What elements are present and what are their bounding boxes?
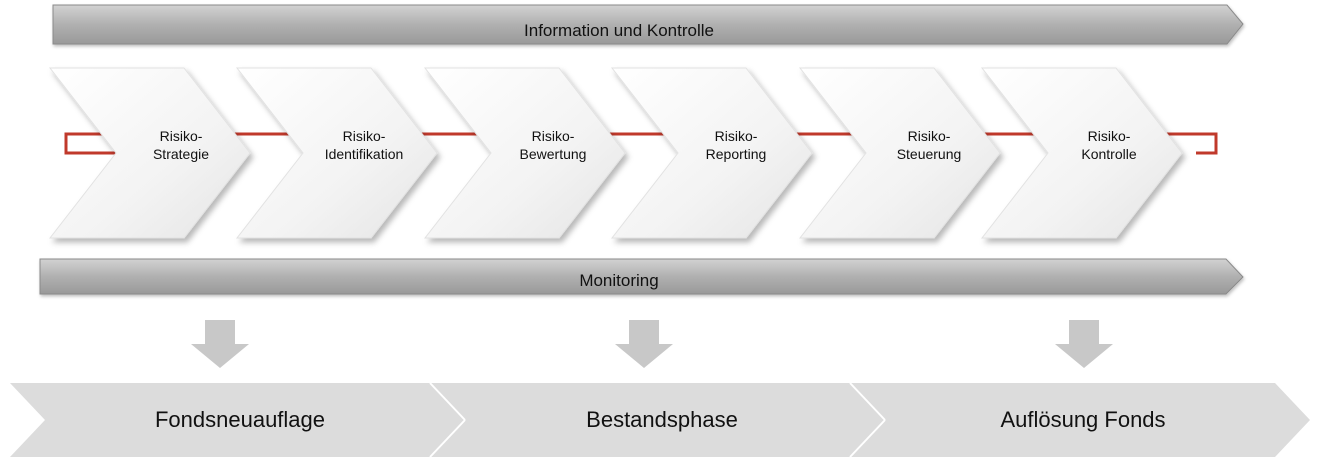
- down-arrows: [191, 320, 1113, 368]
- process-step-label-line2: Reporting: [706, 146, 767, 162]
- process-step: Risiko- Strategie: [48, 67, 251, 239]
- process-step-chevron: [610, 67, 813, 239]
- process-steps: Risiko-StrategieRisiko-IdentifikationRis…: [48, 67, 1183, 239]
- process-step: Risiko- Reporting: [610, 67, 813, 239]
- phase-label-fondsneuauflage: Fondsneuauflage: [155, 407, 325, 432]
- phase-chevron-1: [10, 383, 465, 457]
- phase-divider-1b: [429, 419, 466, 458]
- top-banner-label: Information und Kontrolle: [524, 21, 714, 40]
- process-step-chevron: [980, 67, 1183, 239]
- process-step-label-line1: Risiko-: [343, 128, 386, 144]
- phase-chevron-3: [850, 383, 1310, 457]
- process-step-chevron: [798, 67, 1001, 239]
- process-step-label-line1: Risiko-: [908, 128, 951, 144]
- monitoring-banner: Monitoring: [39, 258, 1244, 295]
- process-step: Risiko- Identifikation: [235, 67, 438, 239]
- process-step-label-line1: Risiko-: [1088, 128, 1131, 144]
- process-step: Risiko- Kontrolle: [980, 67, 1183, 239]
- process-step-chevron: [235, 67, 438, 239]
- process-step-label-line2: Identifikation: [325, 146, 404, 162]
- process-step-label-line2: Steuerung: [897, 146, 962, 162]
- phase-divider-2: [849, 382, 886, 421]
- phase-divider-2b: [849, 419, 886, 458]
- process-step-label-line2: Kontrolle: [1081, 146, 1136, 162]
- top-banner-arrow: [52, 4, 1244, 45]
- down-arrow-2: [615, 320, 673, 368]
- phase-label-bestandsphase: Bestandsphase: [586, 407, 738, 432]
- process-step-label-line1: Risiko-: [160, 128, 203, 144]
- process-loop-line: [64, 132, 1218, 155]
- monitoring-banner-label: Monitoring: [579, 271, 658, 290]
- process-step-label-line1: Risiko-: [532, 128, 575, 144]
- process-step-label-line2: Strategie: [153, 146, 209, 162]
- phase-chevron-2: [430, 383, 885, 457]
- process-step-label-line2: Bewertung: [520, 146, 587, 162]
- monitoring-banner-arrow: [39, 258, 1244, 295]
- phase-divider-1: [429, 382, 466, 421]
- down-arrow-1: [191, 320, 249, 368]
- process-step-label-line1: Risiko-: [715, 128, 758, 144]
- down-arrow-3: [1055, 320, 1113, 368]
- process-step-chevron: [48, 67, 251, 239]
- process-step: Risiko- Bewertung: [423, 67, 626, 239]
- process-step: Risiko- Steuerung: [798, 67, 1001, 239]
- phase-label-aufloesung-fonds: Auflösung Fonds: [1000, 407, 1165, 432]
- top-banner: Information und Kontrolle: [52, 4, 1244, 45]
- phases: Fondsneuauflage Bestandsphase Auflösung …: [10, 382, 1310, 458]
- process-step-chevron: [423, 67, 626, 239]
